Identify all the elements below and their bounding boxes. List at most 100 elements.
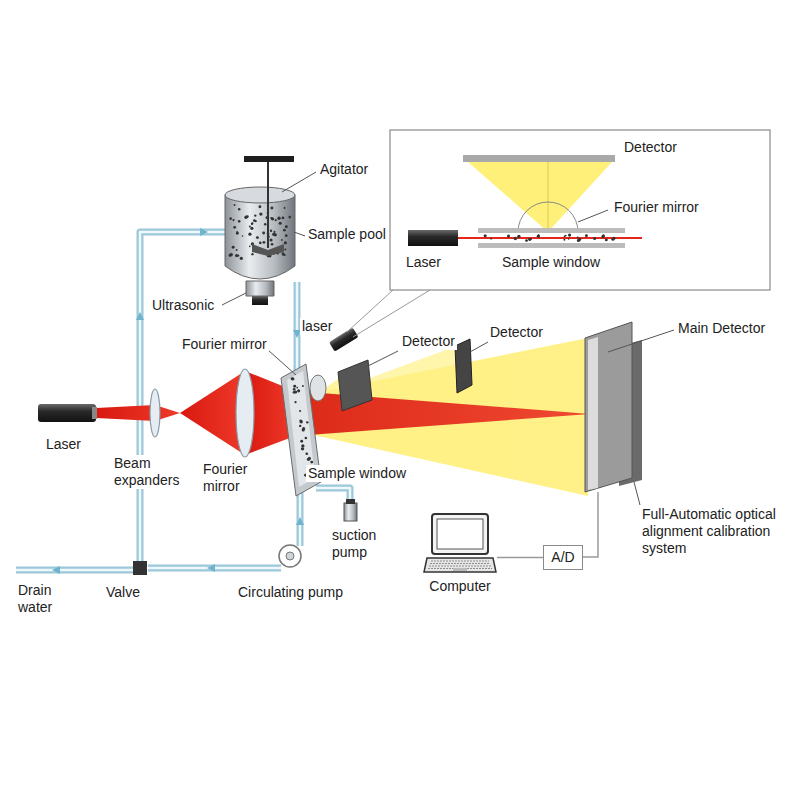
particle-dot: [299, 425, 301, 427]
inset-frame: [390, 130, 770, 290]
inset-drawing-part: [408, 230, 458, 246]
particle-dot: [262, 232, 265, 235]
particle-dot: [288, 216, 291, 219]
particle-dot: [263, 241, 266, 244]
signal-wire: [583, 492, 598, 557]
particle-dot: [236, 231, 238, 233]
particle-dot: [514, 237, 517, 240]
laptop-display: [437, 519, 483, 549]
particle-dot: [538, 234, 540, 236]
beam-expander-lens: [150, 389, 160, 437]
particle-dot: [284, 207, 286, 209]
suction-pump: [344, 499, 357, 521]
part-label: Sample window: [306, 465, 408, 482]
pipe-inner-part: [316, 488, 350, 503]
particle-dot: [601, 235, 604, 238]
part-label: Circulating pump: [236, 584, 345, 601]
particle-dot: [294, 390, 297, 393]
particle-dot: [270, 230, 272, 232]
pipe-outer-part: [148, 565, 281, 572]
main-detector-part: [585, 322, 632, 492]
particle-dot: [310, 461, 313, 464]
laser-beam-part: [96, 405, 180, 421]
flow-arrow-part: [200, 228, 208, 236]
particle-dot: [605, 239, 608, 242]
part-label: Detector: [400, 333, 457, 350]
particle-dot: [578, 238, 581, 241]
valve: [133, 561, 147, 575]
part-label: Ultrasonic: [150, 297, 216, 314]
particle-dot: [282, 254, 284, 256]
particle-dot: [242, 235, 244, 237]
laser-source: [38, 404, 97, 422]
particle-dot: [585, 234, 588, 237]
particle-dot: [264, 223, 266, 225]
pipe-outer-part: [16, 567, 136, 574]
particle-dot: [299, 420, 301, 422]
particle-dot: [279, 222, 282, 225]
particle-dot: [236, 249, 238, 251]
particle-dot: [565, 235, 567, 237]
part-label: Full-Automatic optical alignment calibra…: [640, 506, 794, 557]
particle-dot: [249, 226, 251, 228]
particle-dot: [256, 236, 259, 239]
flow-arrow-part: [296, 517, 304, 525]
flow-arrow-part: [136, 312, 144, 320]
part-label: Detector: [622, 139, 679, 156]
node-caption: Computer: [418, 578, 502, 595]
particle-dot: [232, 246, 235, 249]
particle-dot: [248, 233, 251, 236]
agitator-part: [252, 244, 284, 256]
particle-dot: [274, 233, 277, 236]
particle-dot: [232, 219, 234, 221]
pipe-outer-part: [316, 488, 350, 503]
particle-dot: [230, 253, 233, 256]
part-label: laser: [300, 318, 334, 335]
particle-dot: [305, 452, 308, 455]
particle-dot: [297, 389, 300, 392]
inset-callout-lines-part: [353, 290, 430, 337]
leader-line-part: [282, 172, 316, 192]
detector-plate: [455, 339, 472, 393]
particle-dot: [240, 257, 243, 260]
particle-dot: [525, 239, 528, 242]
particle-dot: [300, 420, 303, 423]
particle-dot: [577, 237, 579, 239]
inset-drawing-part: [468, 162, 612, 232]
particle-dot: [233, 226, 236, 229]
particle-dot: [271, 217, 274, 220]
particle-dot: [270, 217, 272, 219]
laser-beam-part: [295, 391, 590, 436]
leader-line-part: [608, 330, 674, 352]
part-label: suction pump: [330, 527, 400, 561]
part-label: Fourier mirror: [612, 199, 701, 216]
particle-dot: [517, 235, 520, 238]
particle-dot: [563, 239, 565, 241]
particle-dot: [292, 378, 295, 381]
inset-drawing-part: [478, 228, 625, 233]
sample-pool-part: [225, 187, 295, 203]
fourier-mirror-dome: [310, 375, 326, 401]
particle-dot: [273, 231, 275, 233]
computer-icon: Computer: [418, 512, 502, 595]
particle-dot: [602, 234, 605, 237]
particle-dot: [259, 242, 262, 245]
particle-dot: [568, 234, 571, 237]
particle-dot: [283, 229, 286, 232]
laptop-screen: [432, 514, 488, 554]
keyboard-row: [431, 561, 489, 562]
particle-dot: [284, 248, 286, 250]
main-detector: [585, 322, 642, 492]
flow-arrow-part: [207, 564, 215, 572]
particle-dot: [293, 388, 296, 391]
particle-dot: [285, 234, 288, 237]
particle-dot: [528, 238, 531, 241]
inset-drawing: [408, 155, 642, 248]
inset-drawing-part: [458, 237, 642, 239]
particle-dot: [296, 387, 298, 389]
particle-dot: [307, 458, 310, 461]
particle-dot: [291, 377, 294, 380]
particle-dot: [484, 234, 487, 237]
